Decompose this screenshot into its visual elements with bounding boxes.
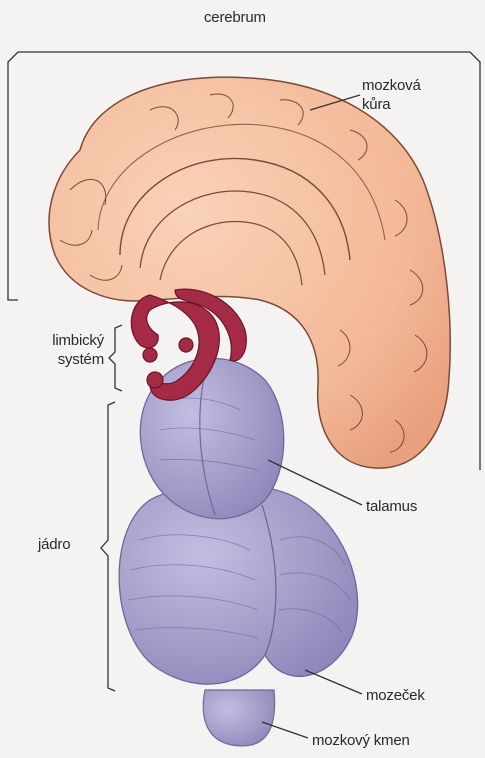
label-core: jádro [38, 535, 70, 554]
core-bracket [101, 402, 115, 691]
label-limbic-line1: limbický [22, 331, 104, 350]
cerebellum-leader [305, 670, 362, 694]
label-cortex-line2: kůra [362, 95, 421, 114]
label-cerebrum: cerebrum [204, 8, 266, 27]
limbic-bracket [109, 325, 122, 391]
label-limbic-system: limbický systém [22, 331, 104, 369]
label-cortex-line1: mozková [362, 76, 421, 95]
label-limbic-line2: systém [22, 350, 104, 369]
label-thalamus: talamus [366, 497, 417, 516]
label-cerebellum: mozeček [366, 686, 425, 705]
label-cortex: mozková kůra [362, 76, 421, 114]
label-brainstem: mozkový kmen [312, 731, 410, 750]
